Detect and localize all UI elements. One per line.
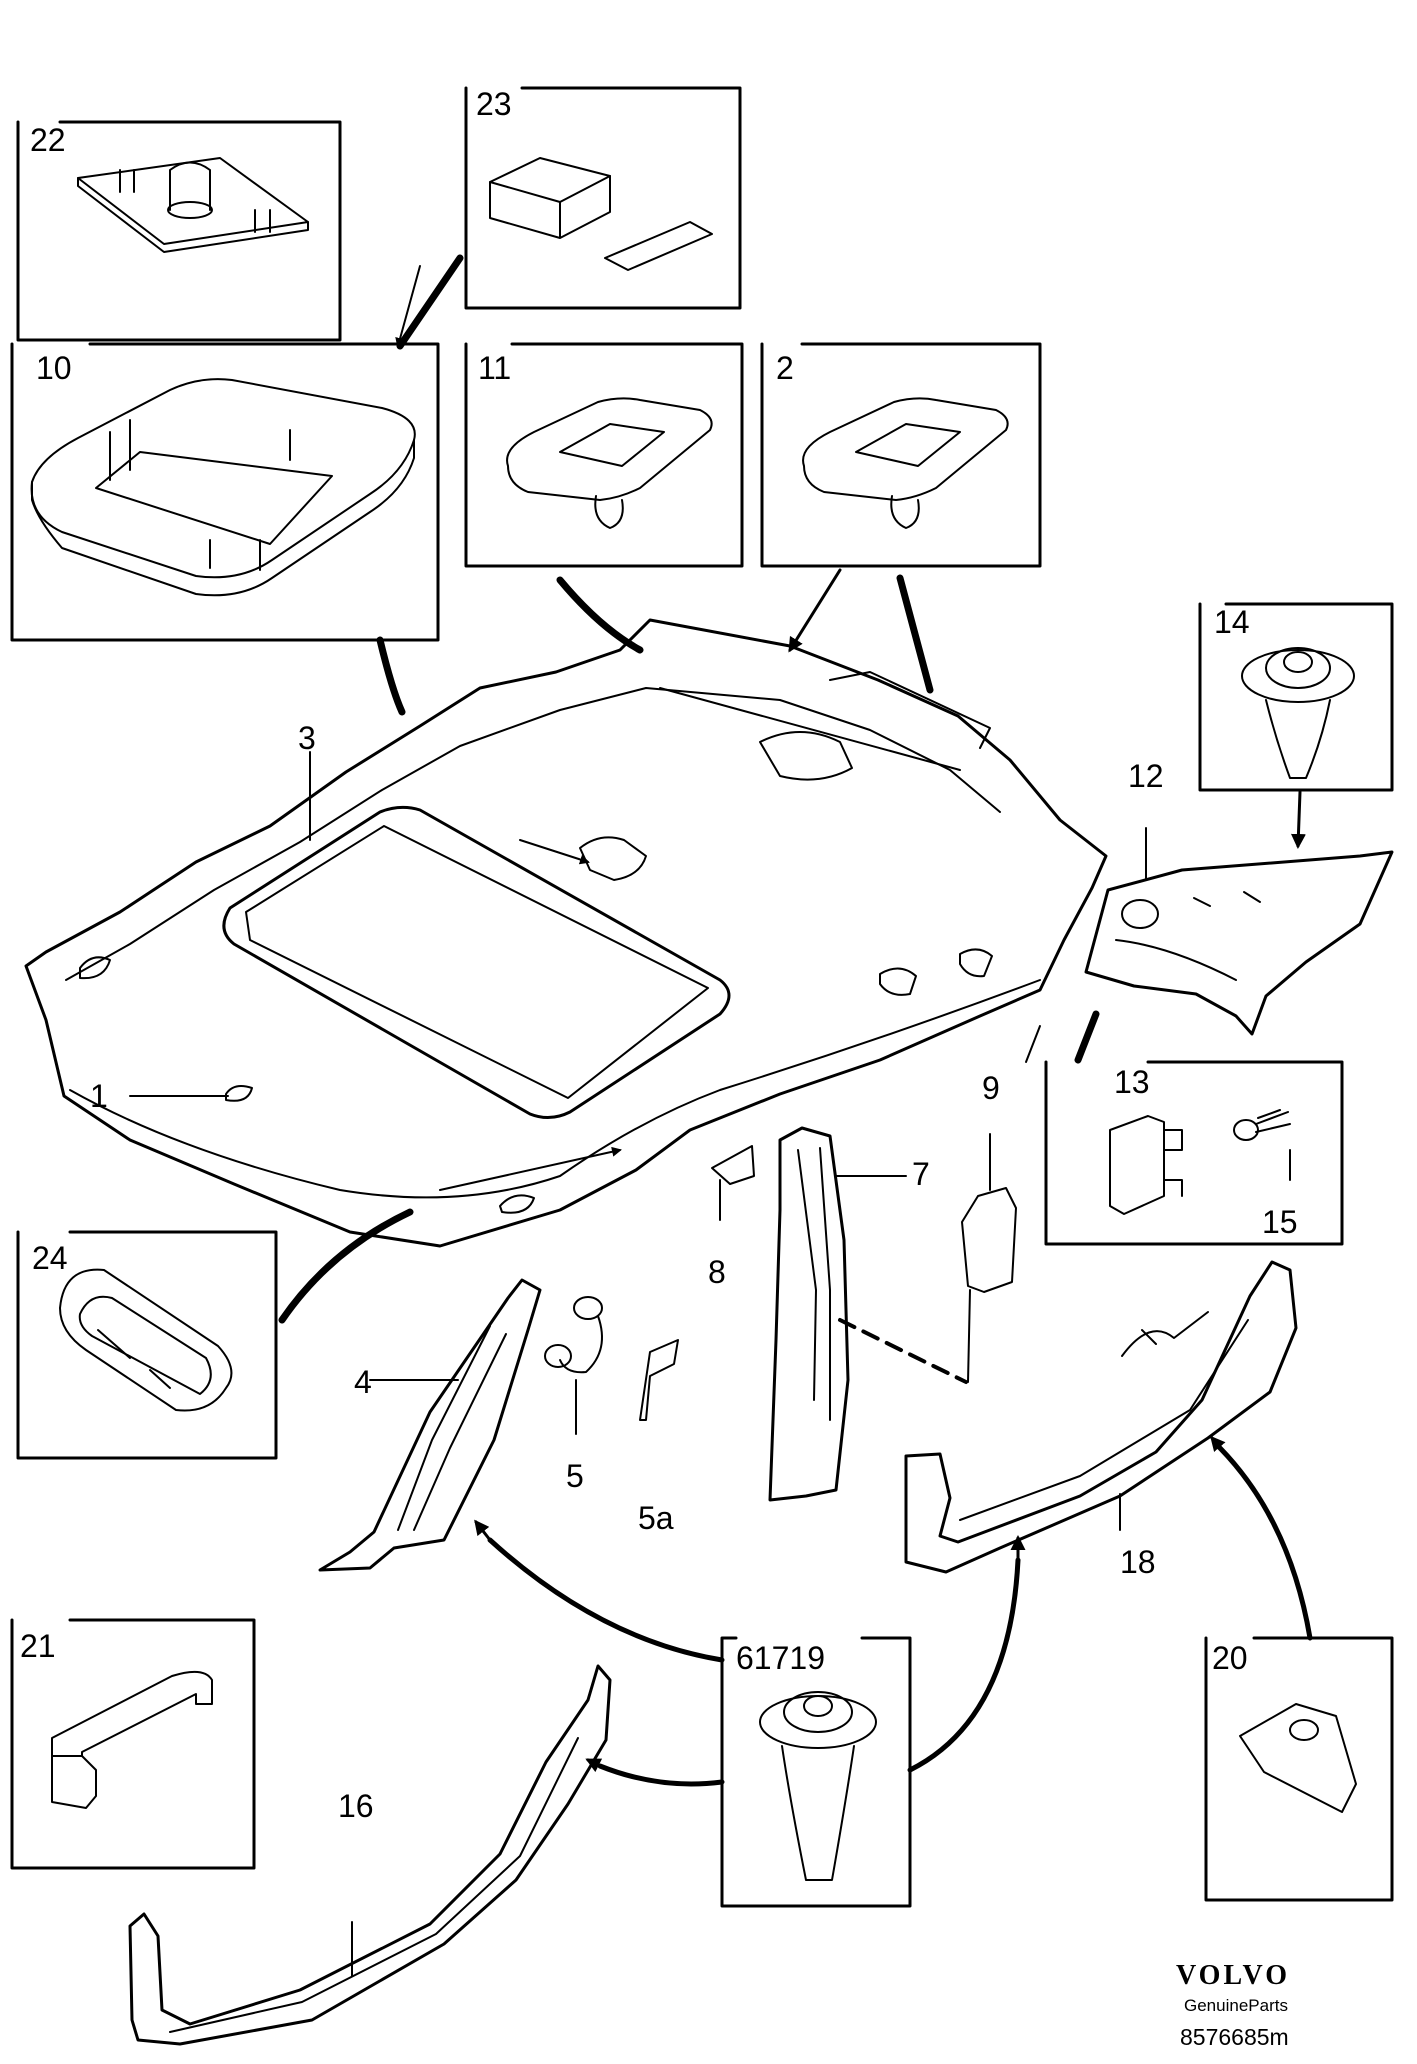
label-24: 24 [32, 1240, 68, 1276]
brand-logo: VOLVO [1176, 1960, 1290, 1991]
box-61719 [720, 1636, 912, 1908]
label-18: 18 [1120, 1544, 1156, 1580]
connector-arrows [278, 254, 1313, 1787]
label-11: 11 [478, 350, 512, 386]
label-3: 3 [298, 720, 316, 756]
box-11 [464, 342, 744, 568]
label-22: 22 [30, 122, 66, 158]
label-9: 9 [982, 1070, 1000, 1106]
b-pillar-trim [768, 1126, 971, 1502]
box-14 [1198, 602, 1394, 792]
label-12: 12 [1128, 758, 1164, 794]
box-10 [10, 342, 440, 642]
brand-subtitle: GenuineParts [1184, 1996, 1288, 2015]
label-16: 16 [338, 1788, 374, 1824]
a-pillar-trim [318, 1278, 542, 1572]
label-14: 14 [1214, 604, 1250, 640]
small-parts [544, 1145, 1017, 1421]
sill-trim [128, 1664, 612, 2046]
label-1: 1 [90, 1078, 108, 1114]
rear-quarter-trim [1084, 850, 1394, 1036]
box-24 [16, 1230, 278, 1460]
headliner-panel [24, 618, 1108, 1248]
lower-rear-trim [904, 1260, 1298, 1574]
label-5: 5 [566, 1458, 584, 1494]
leader-lines [129, 751, 1291, 1977]
box-23 [464, 86, 742, 310]
label-15: 15 [1262, 1204, 1298, 1240]
box-22 [16, 120, 342, 342]
label-5a: 5a [638, 1500, 674, 1536]
diagram-reference: 8576685m [1180, 2024, 1289, 2050]
label-7: 7 [912, 1156, 930, 1192]
label-23: 23 [476, 86, 512, 122]
label-21: 21 [20, 1628, 56, 1664]
label-61719: 61719 [736, 1640, 825, 1676]
label-8: 8 [708, 1254, 726, 1290]
label-13: 13 [1114, 1064, 1150, 1100]
label-10: 10 [36, 350, 72, 386]
label-4: 4 [354, 1364, 372, 1400]
label-20: 20 [1212, 1640, 1248, 1676]
box-13 [1044, 1060, 1344, 1246]
box-2 [760, 342, 1042, 568]
box-21 [10, 1618, 256, 1870]
label-2: 2 [776, 350, 794, 386]
box-20 [1204, 1636, 1394, 1902]
